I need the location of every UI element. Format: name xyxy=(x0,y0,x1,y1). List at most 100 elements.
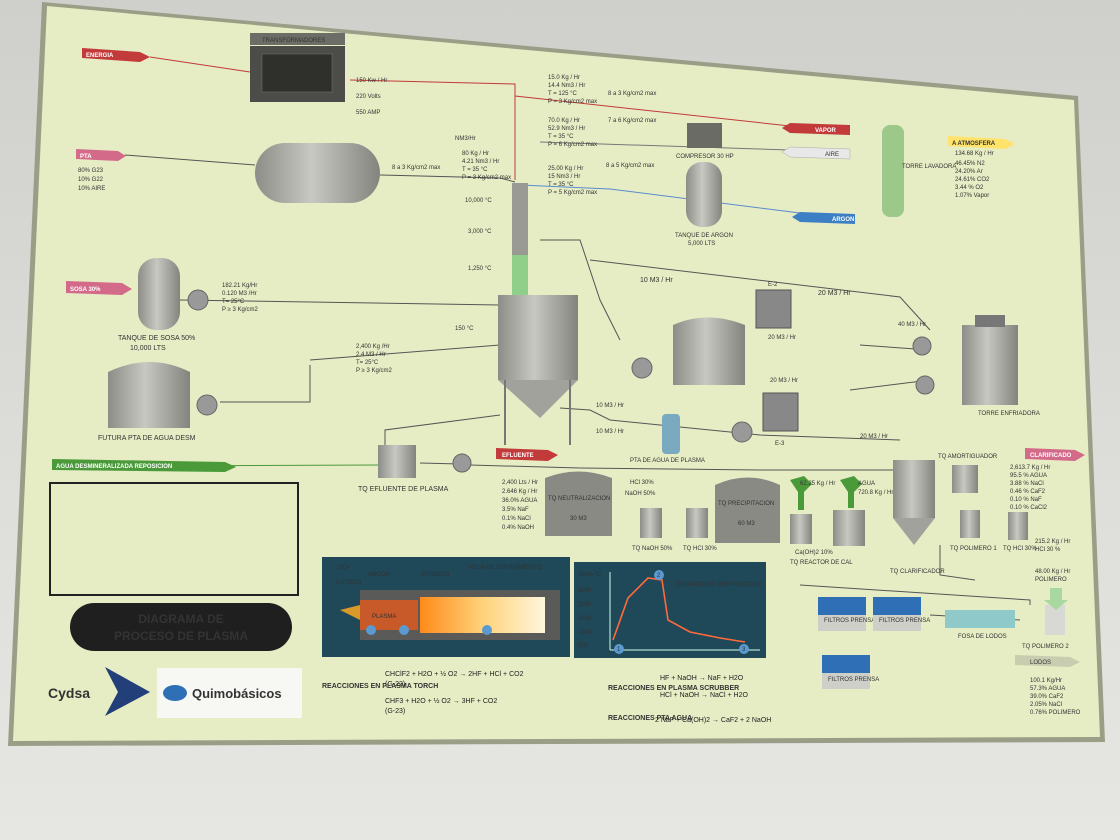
svg-text:TQ NEUTRALIZACION: TQ NEUTRALIZACION xyxy=(548,496,610,502)
svg-text:2,400 Lts / Hr: 2,400 Lts / Hr xyxy=(502,480,538,486)
svg-text:25.00 Kg / Hr: 25.00 Kg / Hr xyxy=(548,166,583,172)
svg-text:10% G22: 10% G22 xyxy=(78,177,104,183)
svg-text:ENERGIA: ENERGIA xyxy=(86,53,114,59)
svg-text:0.46 % CaF2: 0.46 % CaF2 xyxy=(1010,489,1046,495)
svg-text:10 M3 / Hr: 10 M3 / Hr xyxy=(596,403,624,409)
filtros-prensa: FILTROS PRENSA FILTROS PRENSA FILTROS PR… xyxy=(818,597,930,689)
svg-text:PTA: PTA xyxy=(80,154,92,160)
svg-text:15 Nm3 / Hr: 15 Nm3 / Hr xyxy=(548,174,580,180)
svg-text:TQ HCl 30%: TQ HCl 30% xyxy=(683,546,717,552)
svg-text:P ≥ 3 Kg/cm2: P ≥ 3 Kg/cm2 xyxy=(356,368,393,374)
svg-text:T = 35 °C: T = 35 °C xyxy=(548,182,574,188)
svg-text:SOSA 30%: SOSA 30% xyxy=(70,287,101,293)
svg-text:T= 25°C: T= 25°C xyxy=(222,299,245,305)
svg-text:P = 3 Kg/cm2 max: P = 3 Kg/cm2 max xyxy=(462,175,511,181)
svg-text:DIAGRAMA DE: DIAGRAMA DE xyxy=(138,612,224,626)
stream-air-feed: 70.0 Kg / Hr 52.9 Nm3 / Hr T = 35 °C P =… xyxy=(548,118,656,148)
svg-text:REACCIONES EN PLASMA TORCH: REACCIONES EN PLASMA TORCH xyxy=(322,683,438,690)
reactor-temps: 10,000 °C 3,000 °C 1,250 °C 150 °C xyxy=(455,198,492,332)
svg-text:P = 3 Kg/cm2 max: P = 3 Kg/cm2 max xyxy=(548,99,597,105)
svg-text:3.5% NaF: 3.5% NaF xyxy=(502,507,529,513)
svg-text:2,613.7 Kg / Hr: 2,613.7 Kg / Hr xyxy=(1010,465,1050,471)
svg-text:30 M3: 30 M3 xyxy=(570,516,587,522)
svg-text:T= 25°C: T= 25°C xyxy=(356,360,379,366)
svg-text:0.4% NaOH: 0.4% NaOH xyxy=(502,525,534,531)
svg-text:TQ HCl 30%: TQ HCl 30% xyxy=(1003,546,1037,552)
svg-text:A ATMOSFERA: A ATMOSFERA xyxy=(952,141,996,147)
svg-text:CHClF2 + H2O + ½ O2 → 2HF + HC: CHClF2 + H2O + ½ O2 → 2HF + HCl + CO2 xyxy=(385,670,524,678)
svg-text:EFLUENTE: EFLUENTE xyxy=(502,453,534,459)
svg-text:PROCESO DE PLASMA: PROCESO DE PLASMA xyxy=(114,629,248,643)
svg-text:20 M3 / Hr: 20 M3 / Hr xyxy=(768,335,796,341)
scrubber-tank xyxy=(631,317,753,443)
svg-text:95.5 % AGUA: 95.5 % AGUA xyxy=(1010,473,1047,479)
svg-text:TQ AMORTIGUADOR: TQ AMORTIGUADOR xyxy=(938,454,998,460)
svg-text:150 Kw / Hr: 150 Kw / Hr xyxy=(356,78,387,84)
svg-text:TQ EFLUENTE DE PLASMA: TQ EFLUENTE DE PLASMA xyxy=(358,486,449,493)
svg-text:Ca(OH)2 10%: Ca(OH)2 10% xyxy=(795,550,833,556)
svg-text:FILTROS PRENSA: FILTROS PRENSA xyxy=(824,618,875,624)
svg-text:T = 35 °C: T = 35 °C xyxy=(548,134,574,140)
sosa-tank: TANQUE DE SOSA 50% 10,000 LTS xyxy=(118,258,209,352)
svg-text:3000: 3000 xyxy=(578,588,592,594)
svg-text:COMPRESOR 30 HP: COMPRESOR 30 HP xyxy=(676,154,734,160)
svg-text:720.8 Kg / Hr: 720.8 Kg / Hr xyxy=(858,490,893,496)
polimero-tanks: TQ POLIMERO 1 TQ HCl 30% TQ POLIMERO 2 xyxy=(950,510,1069,650)
svg-text:3.44 % O2: 3.44 % O2 xyxy=(955,185,984,191)
tag-sosa: SOSA 30% xyxy=(66,281,132,295)
svg-text:TQ POLIMERO 2: TQ POLIMERO 2 xyxy=(1022,644,1069,650)
svg-text:220 Volts: 220 Volts xyxy=(356,94,381,100)
tag-energia: ENERGIA xyxy=(82,48,150,62)
tq-efluente-tank: TQ EFLUENTE DE PLASMA xyxy=(358,445,472,493)
tanque-argon: TANQUE DE ARGON 5,000 LTS xyxy=(675,162,733,247)
svg-text:15.0 Kg / Hr: 15.0 Kg / Hr xyxy=(548,75,580,81)
svg-text:CHF3 + H2O + ½ O2 → 3HF + CO2: CHF3 + H2O + ½ O2 → 3HF + CO2 xyxy=(385,697,497,705)
svg-text:10 M3 / Hr: 10 M3 / Hr xyxy=(640,277,673,284)
svg-text:40 M3 / Hr: 40 M3 / Hr xyxy=(898,322,926,328)
svg-text:8 a 3 Kg/cm2 max: 8 a 3 Kg/cm2 max xyxy=(392,165,440,171)
svg-text:134.68 Kg / Hr: 134.68 Kg / Hr xyxy=(955,151,994,157)
small-tanks-neut: TQ NaOH 50% TQ HCl 30% xyxy=(632,508,717,552)
svg-text:PTA DE AGUA DE PLASMA: PTA DE AGUA DE PLASMA xyxy=(630,458,705,464)
torre-lavadora: TORRE LAVADORA xyxy=(882,125,956,217)
stream-pta: 80% G23 10% G22 10% AIRE 8 a 3 Kg/cm2 ma… xyxy=(78,165,440,192)
svg-text:7 a 6 Kg/cm2 max: 7 a 6 Kg/cm2 max xyxy=(608,118,656,124)
reactions-scrubber: REACCIONES EN PLASMA SCRUBBER HF + NaOH … xyxy=(608,675,748,699)
svg-text:TQ REACTOR DE CAL: TQ REACTOR DE CAL xyxy=(790,560,853,566)
svg-text:1000: 1000 xyxy=(578,630,592,636)
plasma-reactor xyxy=(498,183,578,445)
svg-text:3: 3 xyxy=(742,647,746,653)
svg-text:1,250 °C: 1,250 °C xyxy=(468,266,492,272)
svg-text:AGUA: AGUA xyxy=(858,481,875,487)
svg-text:2: 2 xyxy=(657,573,661,579)
tq-reactor-cal: 62.25 Kg / Hr AGUA 720.8 Kg / Hr Ca(OH)2… xyxy=(790,476,893,566)
svg-text:PLASMA: PLASMA xyxy=(372,614,396,620)
torch-detail-panel: DC+ CATODO ARGÓN RESIDUO AGUA DE ENFRIAM… xyxy=(322,557,570,657)
tag-pta: PTA xyxy=(76,149,126,161)
svg-text:57.3% AGUA: 57.3% AGUA xyxy=(1030,686,1065,692)
tag-argon: ARGON xyxy=(792,212,855,224)
svg-text:TQ CLARIFICADOR: TQ CLARIFICADOR xyxy=(890,569,945,575)
svg-text:REACCIONES PTA AGUA: REACCIONES PTA AGUA xyxy=(608,715,692,722)
svg-text:20 M3 / Hr: 20 M3 / Hr xyxy=(818,290,851,297)
svg-text:0.1% NaCl: 0.1% NaCl xyxy=(502,516,531,522)
svg-text:2.646 Kg / Hr: 2.646 Kg / Hr xyxy=(502,489,537,495)
svg-text:REACCIONES EN PLASMA SCRUBBER: REACCIONES EN PLASMA SCRUBBER xyxy=(608,685,739,692)
svg-text:HF + NaOH → NaF + H2O: HF + NaOH → NaF + H2O xyxy=(660,675,744,682)
pta-vessel xyxy=(255,143,380,203)
svg-text:FUTURA PTA DE AGUA DESM: FUTURA PTA DE AGUA DESM xyxy=(98,435,196,442)
stream-lodos: 100.1 Kg/Hr 57.3% AGUA 39.0% CaF2 2.05% … xyxy=(1030,678,1081,716)
svg-text:52.9 Nm3 / Hr: 52.9 Nm3 / Hr xyxy=(548,126,585,132)
tq-neutralizacion: TQ NEUTRALIZACION 30 M3 HCl 30% NaOH 50% xyxy=(545,471,656,536)
svg-text:0.10 % CaCl2: 0.10 % CaCl2 xyxy=(1010,505,1048,511)
svg-text:VAPOR: VAPOR xyxy=(815,128,837,134)
svg-text:0.10 % NaF: 0.10 % NaF xyxy=(1010,497,1042,503)
svg-text:T = 35 °C: T = 35 °C xyxy=(462,167,488,173)
svg-text:8 a 3 Kg/cm2 max: 8 a 3 Kg/cm2 max xyxy=(608,91,656,97)
svg-text:3.88 % NaCl: 3.88 % NaCl xyxy=(1010,481,1044,487)
svg-text:10 M3 / Hr: 10 M3 / Hr xyxy=(596,429,624,435)
svg-text:500: 500 xyxy=(578,643,589,649)
svg-text:Quimobásicos: Quimobásicos xyxy=(192,686,282,701)
svg-text:20 M3 / Hr: 20 M3 / Hr xyxy=(860,434,888,440)
